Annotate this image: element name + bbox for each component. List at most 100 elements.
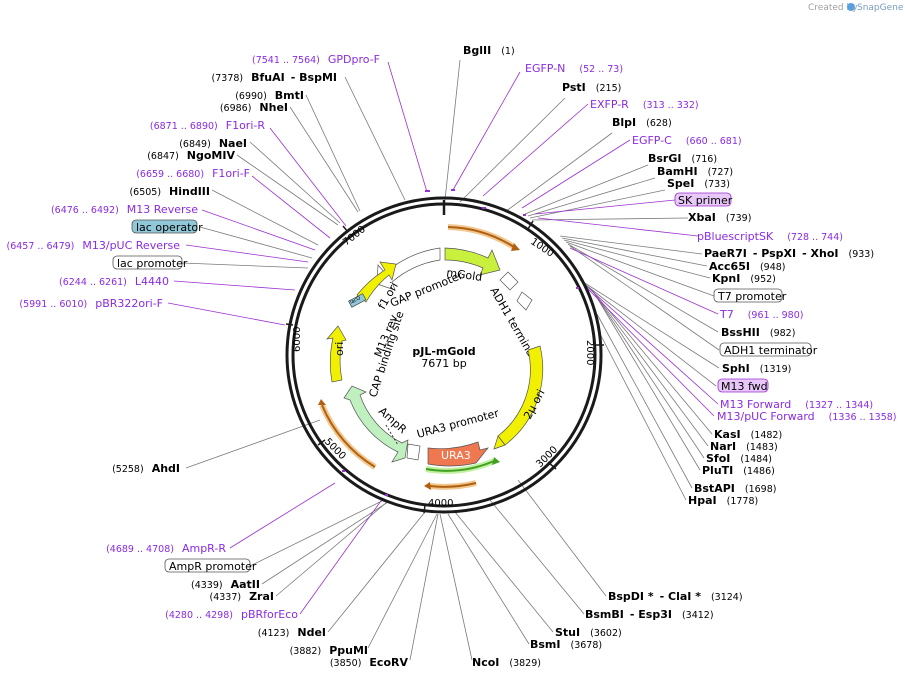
- label-sphi[interactable]: SphI: [722, 362, 750, 375]
- tick-6000: [285, 323, 294, 326]
- label-m13-reverse[interactable]: M13 Reverse: [127, 203, 198, 216]
- label-zrai[interactable]: ZraI: [249, 590, 274, 603]
- svg-text:M13 fwd: M13 fwd: [721, 380, 768, 393]
- svg-text:Acc65I(948): Acc65I (948): [709, 260, 786, 273]
- line-exfp-r: [482, 103, 589, 197]
- label-bfuai[interactable]: BfuAI: [251, 71, 285, 84]
- label-pluti[interactable]: PluTI: [702, 464, 733, 477]
- label-ndei[interactable]: NdeI: [297, 626, 326, 639]
- svg-text:PstI(215): PstI(215): [562, 81, 621, 94]
- label-m13-puc-forward[interactable]: M13/pUC Forward: [717, 410, 815, 423]
- label-acc65i[interactable]: Acc65I: [709, 260, 750, 273]
- primer-arc-green[interactable]: [425, 460, 495, 472]
- label-f1ori-r[interactable]: F1ori-R: [226, 119, 266, 132]
- svg-text:NarI(1483): NarI(1483): [710, 440, 778, 453]
- ori-arrow[interactable]: [326, 325, 347, 383]
- svg-text:HpaI(1778): HpaI(1778): [688, 494, 758, 507]
- svg-text:PluTI(1486): PluTI(1486): [702, 464, 775, 477]
- label-bamhi[interactable]: BamHI: [657, 165, 698, 178]
- adh1-terminator-box[interactable]: [719, 342, 812, 357]
- label-bsmbi[interactable]: BsmBI: [585, 608, 624, 621]
- line-bsmi: [447, 513, 530, 645]
- pos-bglii: (1): [501, 46, 514, 57]
- lac-operator-label-box[interactable]: [131, 219, 198, 234]
- adh1-arrow-1[interactable]: [499, 271, 519, 291]
- label-t7[interactable]: T7: [719, 308, 734, 321]
- ampr-arrow[interactable]: [343, 385, 409, 463]
- sk-primer-box[interactable]: [674, 192, 732, 207]
- label-hindiii[interactable]: HindIII: [169, 185, 210, 198]
- label-l4440[interactable]: L4440: [135, 275, 169, 288]
- line-hindiii: [211, 189, 319, 246]
- label-clai[interactable]: - ClaI *: [660, 590, 702, 603]
- label-exfp-r[interactable]: EXFP-R: [590, 98, 629, 111]
- label-pbluescriptsk[interactable]: pBluescriptSK: [697, 230, 774, 243]
- ura3-arrow[interactable]: [427, 441, 489, 467]
- label-ppumi[interactable]: PpuMI: [329, 644, 368, 657]
- primer-arc-left[interactable]: [321, 404, 376, 468]
- primer-arc-bottom[interactable]: [429, 482, 477, 488]
- label-ahdi[interactable]: AhdI: [152, 462, 180, 475]
- line-psti: [459, 97, 566, 203]
- label-m13-puc-reverse[interactable]: M13/pUC Reverse: [82, 239, 180, 252]
- label-bspmi[interactable]: - BspMI: [291, 71, 337, 84]
- label-naei[interactable]: NaeI: [219, 137, 247, 150]
- label-m13-forward[interactable]: M13 Forward: [720, 398, 791, 411]
- ura3-promoter-arrow[interactable]: [406, 443, 421, 461]
- label-bsmi[interactable]: BsmI: [530, 638, 561, 651]
- adh1-arrow-2[interactable]: [516, 291, 533, 311]
- label-sfoi[interactable]: SfoI: [706, 452, 730, 465]
- gap-promoter-arrow[interactable]: [376, 247, 441, 291]
- label-psti[interactable]: PstI: [562, 81, 586, 94]
- label-spei[interactable]: SpeI: [667, 177, 694, 190]
- label-ngomiv[interactable]: NgoMIV: [187, 149, 236, 162]
- label-ampr-r[interactable]: AmpR-R: [182, 542, 226, 555]
- label-egfp-n[interactable]: EGFP-N: [525, 62, 565, 75]
- label-kasi[interactable]: KasI: [714, 428, 741, 441]
- label-blpi[interactable]: BlpI: [612, 116, 636, 129]
- t7-promoter-box[interactable]: [713, 288, 783, 303]
- svg-text:NcoI(3829): NcoI(3829): [472, 656, 541, 669]
- primer-arc-top[interactable]: [447, 226, 515, 248]
- label-kpni[interactable]: KpnI: [712, 272, 740, 285]
- label-pspxi[interactable]: - PspXI: [753, 247, 796, 260]
- svg-text:(6849)NaeI: (6849)NaeI: [179, 137, 247, 150]
- label-ncoi[interactable]: NcoI: [472, 656, 499, 669]
- svg-text:T7(961 .. 980): T7(961 .. 980): [719, 308, 803, 321]
- label-bmti[interactable]: BmtI: [275, 89, 304, 102]
- lac-promoter-label-box[interactable]: [112, 255, 183, 270]
- label-bspdi[interactable]: BspDI *: [608, 590, 654, 603]
- label-bsshii[interactable]: BssHII: [721, 326, 760, 339]
- label-adh1-terminator-box: ADH1 terminator: [724, 344, 818, 357]
- f1-ori-arrow[interactable]: [356, 261, 397, 303]
- line-pbluescriptsk: [537, 217, 699, 237]
- mgold-arrow[interactable]: [444, 247, 501, 276]
- m13-fwd-box[interactable]: [717, 378, 769, 393]
- label-pbrforeco[interactable]: pBRforEco: [241, 608, 298, 621]
- label-gpdpro-f[interactable]: GPDpro-F: [328, 53, 380, 66]
- label-bstapi[interactable]: BstAPI: [694, 482, 735, 495]
- label-nari[interactable]: NarI: [710, 440, 736, 453]
- label-xbai[interactable]: XbaI: [688, 211, 716, 224]
- label-f1ori-f[interactable]: F1ori-F: [212, 167, 250, 180]
- svg-text:BlpI(628): BlpI(628): [612, 116, 672, 129]
- label-nhei[interactable]: NheI: [259, 101, 288, 114]
- label-hpai[interactable]: HpaI: [688, 494, 717, 507]
- label-esp3i[interactable]: - Esp3I: [630, 608, 672, 621]
- lac-operator-box[interactable]: [348, 293, 367, 308]
- label-ecorv[interactable]: EcoRV: [369, 656, 408, 669]
- label-stui[interactable]: StuI: [555, 626, 580, 639]
- line-egfp-n: [452, 71, 521, 191]
- svg-text:BsmI(3678): BsmI(3678): [530, 638, 602, 651]
- label-paer7i[interactable]: PaeR7I: [704, 247, 747, 260]
- marker-ampr-r: [342, 470, 345, 472]
- label-sk-primer: SK primer: [678, 194, 733, 207]
- label-xhoi[interactable]: - XhoI: [802, 247, 838, 260]
- pos-acc65i: (948): [760, 262, 786, 273]
- label-bglii[interactable]: BglII: [463, 44, 491, 57]
- label-pbr322ori-f[interactable]: pBR322ori-F: [95, 297, 163, 310]
- label-bsrgi[interactable]: BsrGI: [648, 152, 681, 165]
- label-aatii[interactable]: AatII: [231, 578, 260, 591]
- ampr-promoter-label-box[interactable]: [164, 558, 251, 573]
- label-egfp-c[interactable]: EGFP-C: [632, 134, 672, 147]
